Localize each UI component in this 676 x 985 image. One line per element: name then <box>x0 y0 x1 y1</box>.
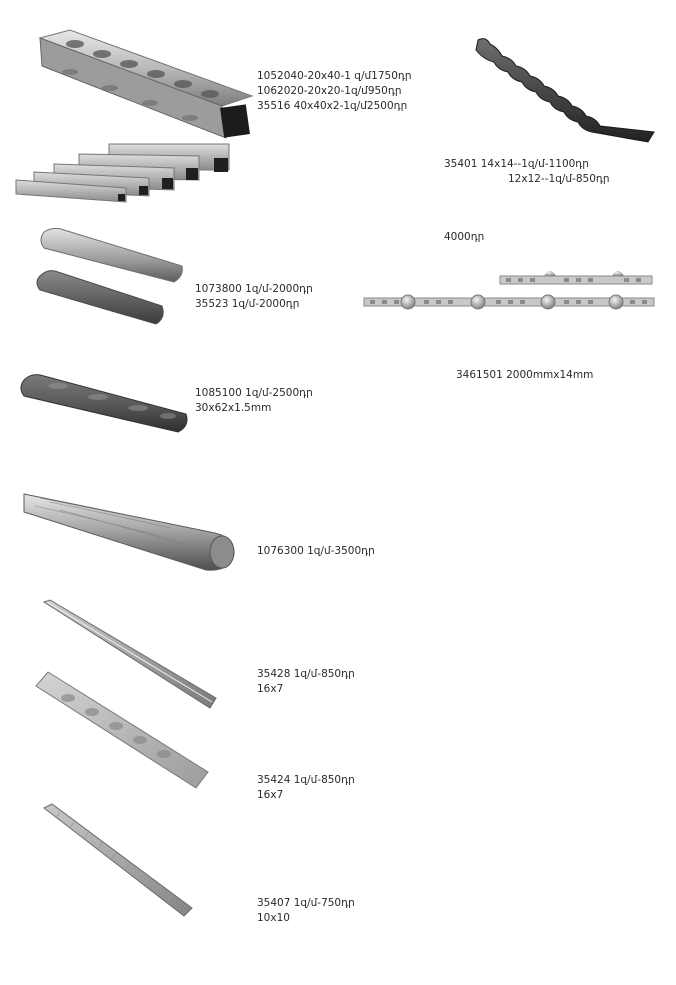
half-round-profiles-image <box>36 227 183 325</box>
caption-line: 1085100 1զ/մ-2500դր <box>195 387 313 399</box>
caption-line: 1062020-20x20-1զ/մ950դր <box>257 85 402 97</box>
caption-line: 35401 14x14--1զ/մ-1100դր <box>444 158 589 170</box>
caption-line: 35428 1զ/մ-850դր <box>257 668 355 680</box>
hammered-square-tube-image <box>38 29 254 139</box>
product-7-caption: 35424 1զ/մ-850դր 16x7 <box>257 773 355 803</box>
caption-line: 3461501 2000mmx14mm <box>456 369 594 381</box>
caption-line: 30x62x1.5mm <box>195 402 272 414</box>
wavy-square-bar-image <box>475 38 655 143</box>
caption-line: 35516 40x40x2-1զ/մ2500դր <box>257 100 408 112</box>
narrow-bar-image <box>42 599 217 709</box>
half-round-textured-profile-image <box>20 374 188 433</box>
product-10-caption: 3461501 2000mmx14mm <box>456 368 593 383</box>
product-8-caption: 35407 1զ/մ-750դր 10x10 <box>257 896 355 926</box>
caption-line: 1076300 1զ/մ-3500դր <box>257 545 375 557</box>
product-5-caption: 1076300 1զ/մ-3500դր <box>257 544 375 559</box>
product-6-caption: 35428 1զ/մ-850դր 16x7 <box>257 667 355 697</box>
decorative-strip-image <box>363 271 655 310</box>
product-3-caption: 1073800 1զ/մ-2000դր 35523 1զ/մ-2000դր <box>195 282 313 312</box>
caption-line: 4000դր <box>444 231 485 243</box>
caption-line: 16x7 <box>257 683 284 695</box>
caption-line: 16x7 <box>257 789 284 801</box>
caption-line: 35424 1զ/մ-850դր <box>257 774 355 786</box>
product-9-caption: 35401 14x14--1զ/մ-1100դր 12x12--1զ/մ-850… <box>444 157 610 187</box>
caption-line: 35523 1զ/մ-2000դր <box>195 298 300 310</box>
caption-line: 1052040-20x40-1 զ/մ1750դր <box>257 70 412 82</box>
handrail-profile-image <box>23 493 235 571</box>
product-1-caption: 1052040-20x40-1 զ/մ1750դր 1062020-20x20-… <box>257 69 412 114</box>
flat-hammered-bar-image <box>35 671 209 789</box>
product-4-caption: 1085100 1զ/մ-2500դր 30x62x1.5mm <box>195 386 313 416</box>
product-10-price: 4000դր <box>444 230 484 245</box>
caption-line: 1073800 1զ/մ-2000դր <box>195 283 313 295</box>
caption-line: 12x12--1զ/մ-850դր <box>508 173 610 185</box>
square-tubes-set-image <box>15 143 230 203</box>
square-textured-bar-image <box>43 803 193 917</box>
caption-line: 35407 1զ/մ-750դր <box>257 897 355 909</box>
caption-line: 10x10 <box>257 912 290 924</box>
